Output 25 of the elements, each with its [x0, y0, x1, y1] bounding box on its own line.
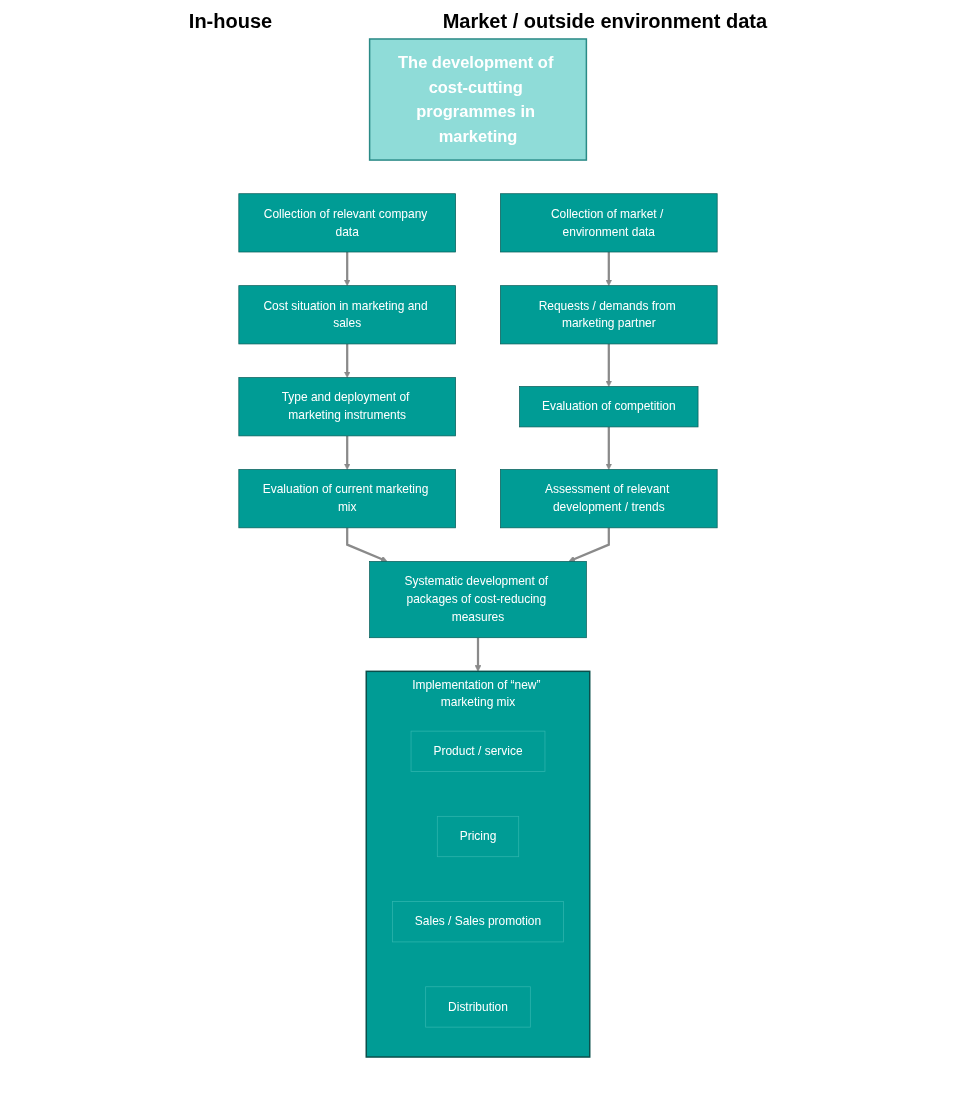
node-box: Evaluation of current marketing mix: [238, 469, 456, 529]
arrow: [605, 426, 613, 470]
node-box: Sales / Sales promotion: [392, 901, 564, 943]
arrow: [474, 637, 482, 672]
arrow: [346, 527, 388, 563]
column-heading: Market / outside environment data: [442, 10, 768, 33]
node-box: Assessment of relevant development / trends: [500, 469, 718, 529]
node-box: Cost situation in marketing and sales: [238, 285, 456, 345]
column-heading: In-house: [188, 10, 273, 33]
node-box: Type and deployment of marketing instruments: [238, 377, 456, 437]
arrow: [605, 252, 613, 286]
arrow: [343, 252, 351, 286]
node-box: Pricing: [436, 815, 520, 858]
node-box: Systematic development of packages of cost-reducing measures: [369, 561, 587, 639]
node-box: Collection of relevant company data: [238, 193, 456, 253]
node-box: Requests / demands from marketing partner: [500, 285, 718, 345]
arrow: [343, 435, 351, 470]
node-box: Collection of market / environment data: [500, 193, 718, 253]
arrow: [568, 527, 610, 563]
node-box: The development of cost-cutting programmes in marketing: [368, 38, 588, 161]
node-box: Product / service: [410, 730, 546, 772]
arrow: [343, 343, 351, 378]
node-box: Distribution: [425, 986, 531, 1028]
node-box: Evaluation of competition: [519, 386, 699, 428]
arrow: [605, 343, 613, 387]
